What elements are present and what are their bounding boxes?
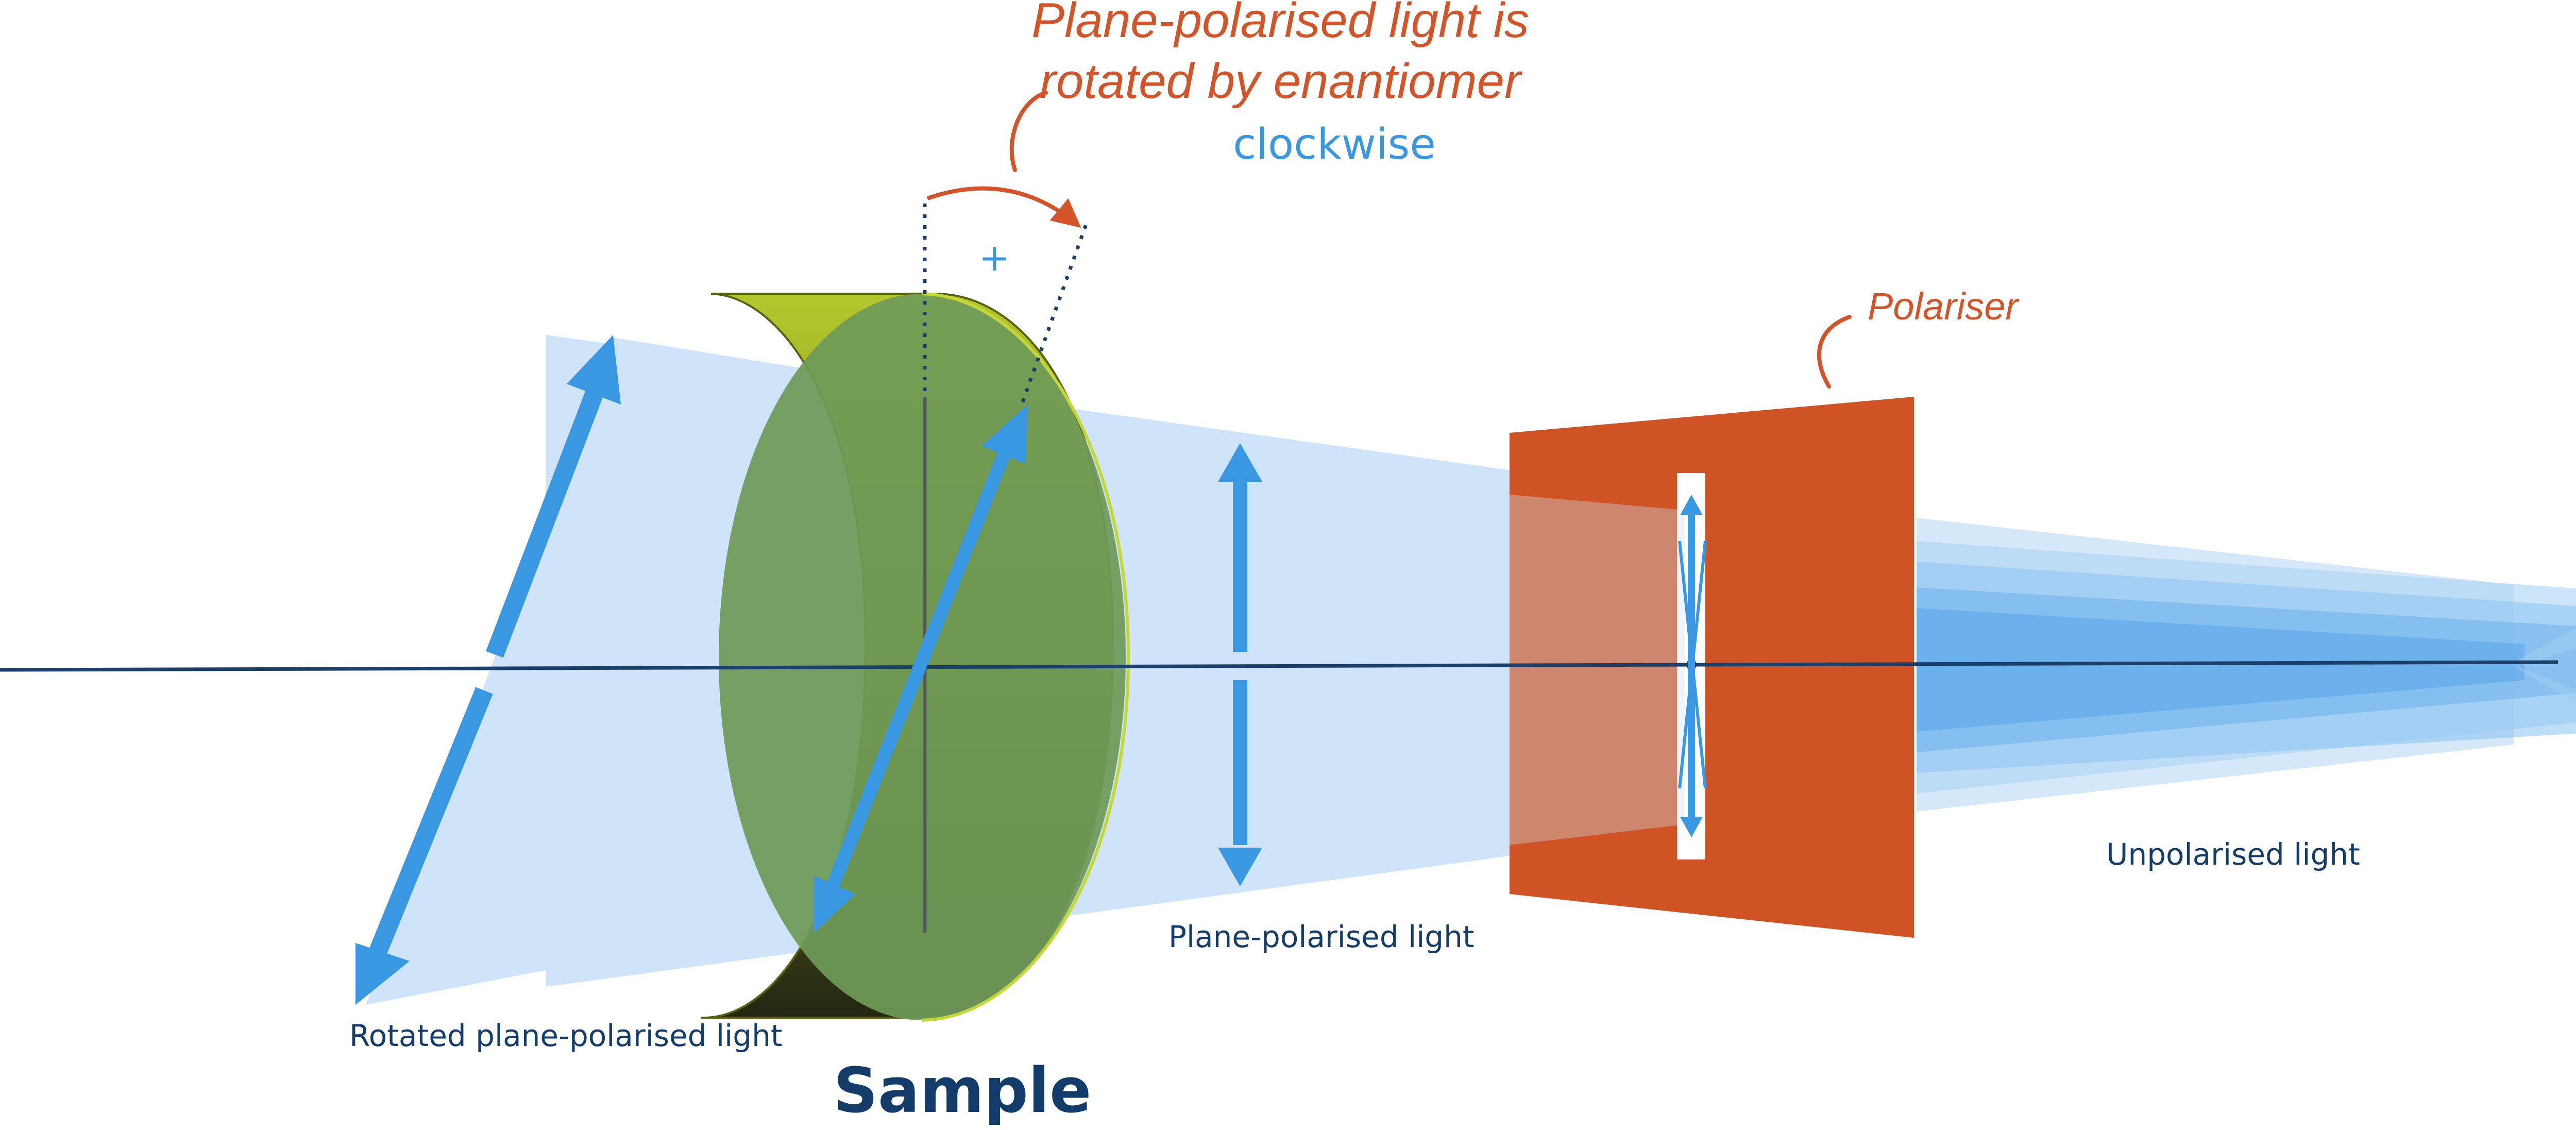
plus-sign: + xyxy=(979,236,1010,279)
annotation-pointer-rotation xyxy=(1009,91,1048,172)
optical-axis xyxy=(0,660,2558,672)
rotated-light-label: Rotated plane-polarised light xyxy=(349,1018,783,1053)
double-headed-arrow-icon xyxy=(814,404,1028,933)
sample-label: Sample xyxy=(834,1055,1092,1127)
double-headed-arrow-icon xyxy=(355,335,621,1005)
plane-light-label: Plane-polarised light xyxy=(1168,919,1475,954)
annotation-pointer-polariser xyxy=(1817,315,1852,389)
rotation-direction: clockwise xyxy=(1233,120,1436,169)
unpolarised-light-rays xyxy=(1917,518,2576,812)
rotation-caption-line2: rotated by enantiomer xyxy=(1040,54,1523,109)
rotation-caption-line1: Plane-polarised light is xyxy=(1031,0,1529,48)
unpolarised-light-label: Unpolarised light xyxy=(2106,837,2360,872)
curved-arrow-icon xyxy=(926,186,1081,228)
double-headed-arrow-icon xyxy=(1218,443,1262,886)
polariser-plate xyxy=(1510,397,1914,938)
polariser-label: Polariser xyxy=(1868,285,2020,328)
slit-arrows xyxy=(1678,495,1707,837)
